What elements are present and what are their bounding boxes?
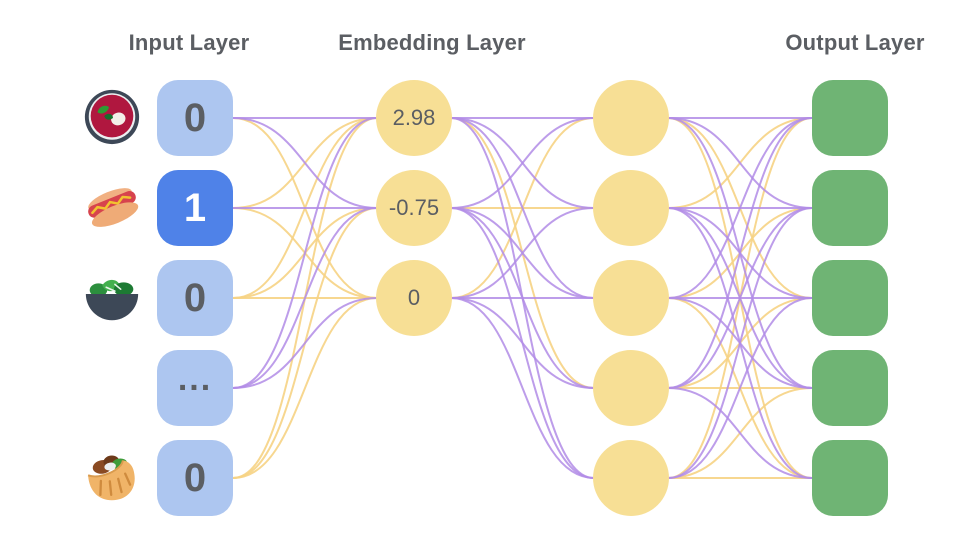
output-node-5 <box>812 440 888 516</box>
embedding-node-value: 0 <box>407 285 421 310</box>
input-node-4-ellipsis: ... <box>157 350 233 426</box>
embedding-node-value: 2.98 <box>392 105 436 130</box>
input-node-value: 0 <box>183 95 207 140</box>
embedding-node-1: 2.98 <box>376 80 452 156</box>
embedding-node-value: -0.75 <box>388 195 440 220</box>
output-node-2 <box>812 170 888 246</box>
hidden-node-3 <box>593 260 669 336</box>
embedding-node-3: 0 <box>376 260 452 336</box>
hidden-node-4 <box>593 350 669 426</box>
input-node-value: ... <box>177 359 213 398</box>
output-node-1 <box>812 80 888 156</box>
hot-dog-icon <box>81 176 143 238</box>
green-salad-icon <box>81 264 143 326</box>
hidden-node-5 <box>593 440 669 516</box>
embedding-node-2: -0.75 <box>376 170 452 246</box>
hidden-node-2 <box>593 170 669 246</box>
input-node-2-active: 1 <box>157 170 233 246</box>
input-layer-title: Input Layer <box>128 30 250 55</box>
hidden-node-1 <box>593 80 669 156</box>
input-node-3: 0 <box>157 260 233 336</box>
output-node-3 <box>812 260 888 336</box>
input-node-value: 0 <box>183 455 207 500</box>
input-node-value: 1 <box>183 185 207 230</box>
input-node-5: 0 <box>157 440 233 516</box>
output-layer-title: Output Layer <box>785 30 925 55</box>
embedding-layer-title: Embedding Layer <box>338 30 526 55</box>
soup-bowl-icon <box>81 86 143 148</box>
output-node-4 <box>812 350 888 426</box>
input-node-value: 0 <box>183 275 207 320</box>
stuffed-flatbread-icon <box>81 446 143 508</box>
input-node-1: 0 <box>157 80 233 156</box>
